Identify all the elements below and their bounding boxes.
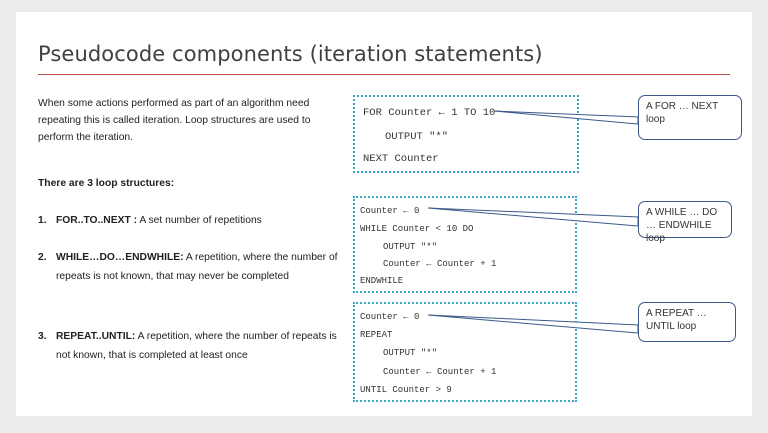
- loop-name: WHILE…DO…ENDWHILE:: [56, 252, 184, 263]
- code-line: WHILE Counter < 10 DO: [360, 224, 474, 234]
- while-loop-code-box: Counter ← 0 WHILE Counter < 10 DO OUTPUT…: [353, 196, 577, 293]
- list-item-repeat: 3. REPEAT..UNTIL: A repetition, where th…: [38, 327, 338, 365]
- for-loop-code-box: FOR Counter ← 1 TO 10 OUTPUT "*" NEXT Co…: [353, 95, 579, 173]
- list-item-while: 2. WHILE…DO…ENDWHILE: A repetition, wher…: [38, 248, 338, 286]
- title-divider: [38, 74, 730, 75]
- list-item-for: 1. FOR..TO..NEXT : A set number of repet…: [38, 211, 338, 230]
- intro-paragraph: When some actions performed as part of a…: [38, 98, 311, 143]
- code-line: ENDWHILE: [360, 276, 404, 286]
- loop-description: A set number of repetitions: [137, 215, 262, 226]
- code-line: OUTPUT "*": [385, 131, 449, 143]
- code-line: NEXT Counter: [363, 153, 439, 165]
- loop-name: FOR..TO..NEXT :: [56, 215, 138, 226]
- code-line: REPEAT: [360, 330, 393, 340]
- loops-heading: There are 3 loop structures:: [38, 178, 175, 189]
- loop-description: A repetition, where the number of repeat…: [56, 331, 337, 361]
- code-line: OUTPUT "*": [383, 348, 438, 358]
- code-line: Counter ← 0: [360, 312, 420, 322]
- slide-title: Pseudocode components (iteration stateme…: [38, 42, 543, 66]
- for-loop-callout: A FOR … NEXT loop: [638, 95, 742, 140]
- code-line: Counter ← 0: [360, 206, 420, 216]
- loop-description: A repetition, where the number of repeat…: [56, 252, 338, 282]
- repeat-loop-callout: A REPEAT … UNTIL loop: [638, 302, 736, 342]
- list-number: 1.: [38, 215, 47, 226]
- code-line: UNTIL Counter > 9: [360, 385, 452, 395]
- list-number: 2.: [38, 252, 47, 263]
- list-number: 3.: [38, 331, 47, 342]
- repeat-loop-code-box: Counter ← 0 REPEAT OUTPUT "*" Counter ← …: [353, 302, 577, 402]
- slide: Pseudocode components (iteration stateme…: [16, 12, 752, 416]
- code-line: Counter ← Counter + 1: [383, 367, 497, 377]
- while-loop-callout: A WHILE … DO … ENDWHILE loop: [638, 201, 732, 244]
- loop-name: REPEAT..UNTIL:: [56, 331, 136, 342]
- code-line: Counter ← Counter + 1: [383, 259, 497, 269]
- code-line: OUTPUT "*": [383, 242, 438, 252]
- code-line: FOR Counter ← 1 TO 10: [363, 107, 496, 119]
